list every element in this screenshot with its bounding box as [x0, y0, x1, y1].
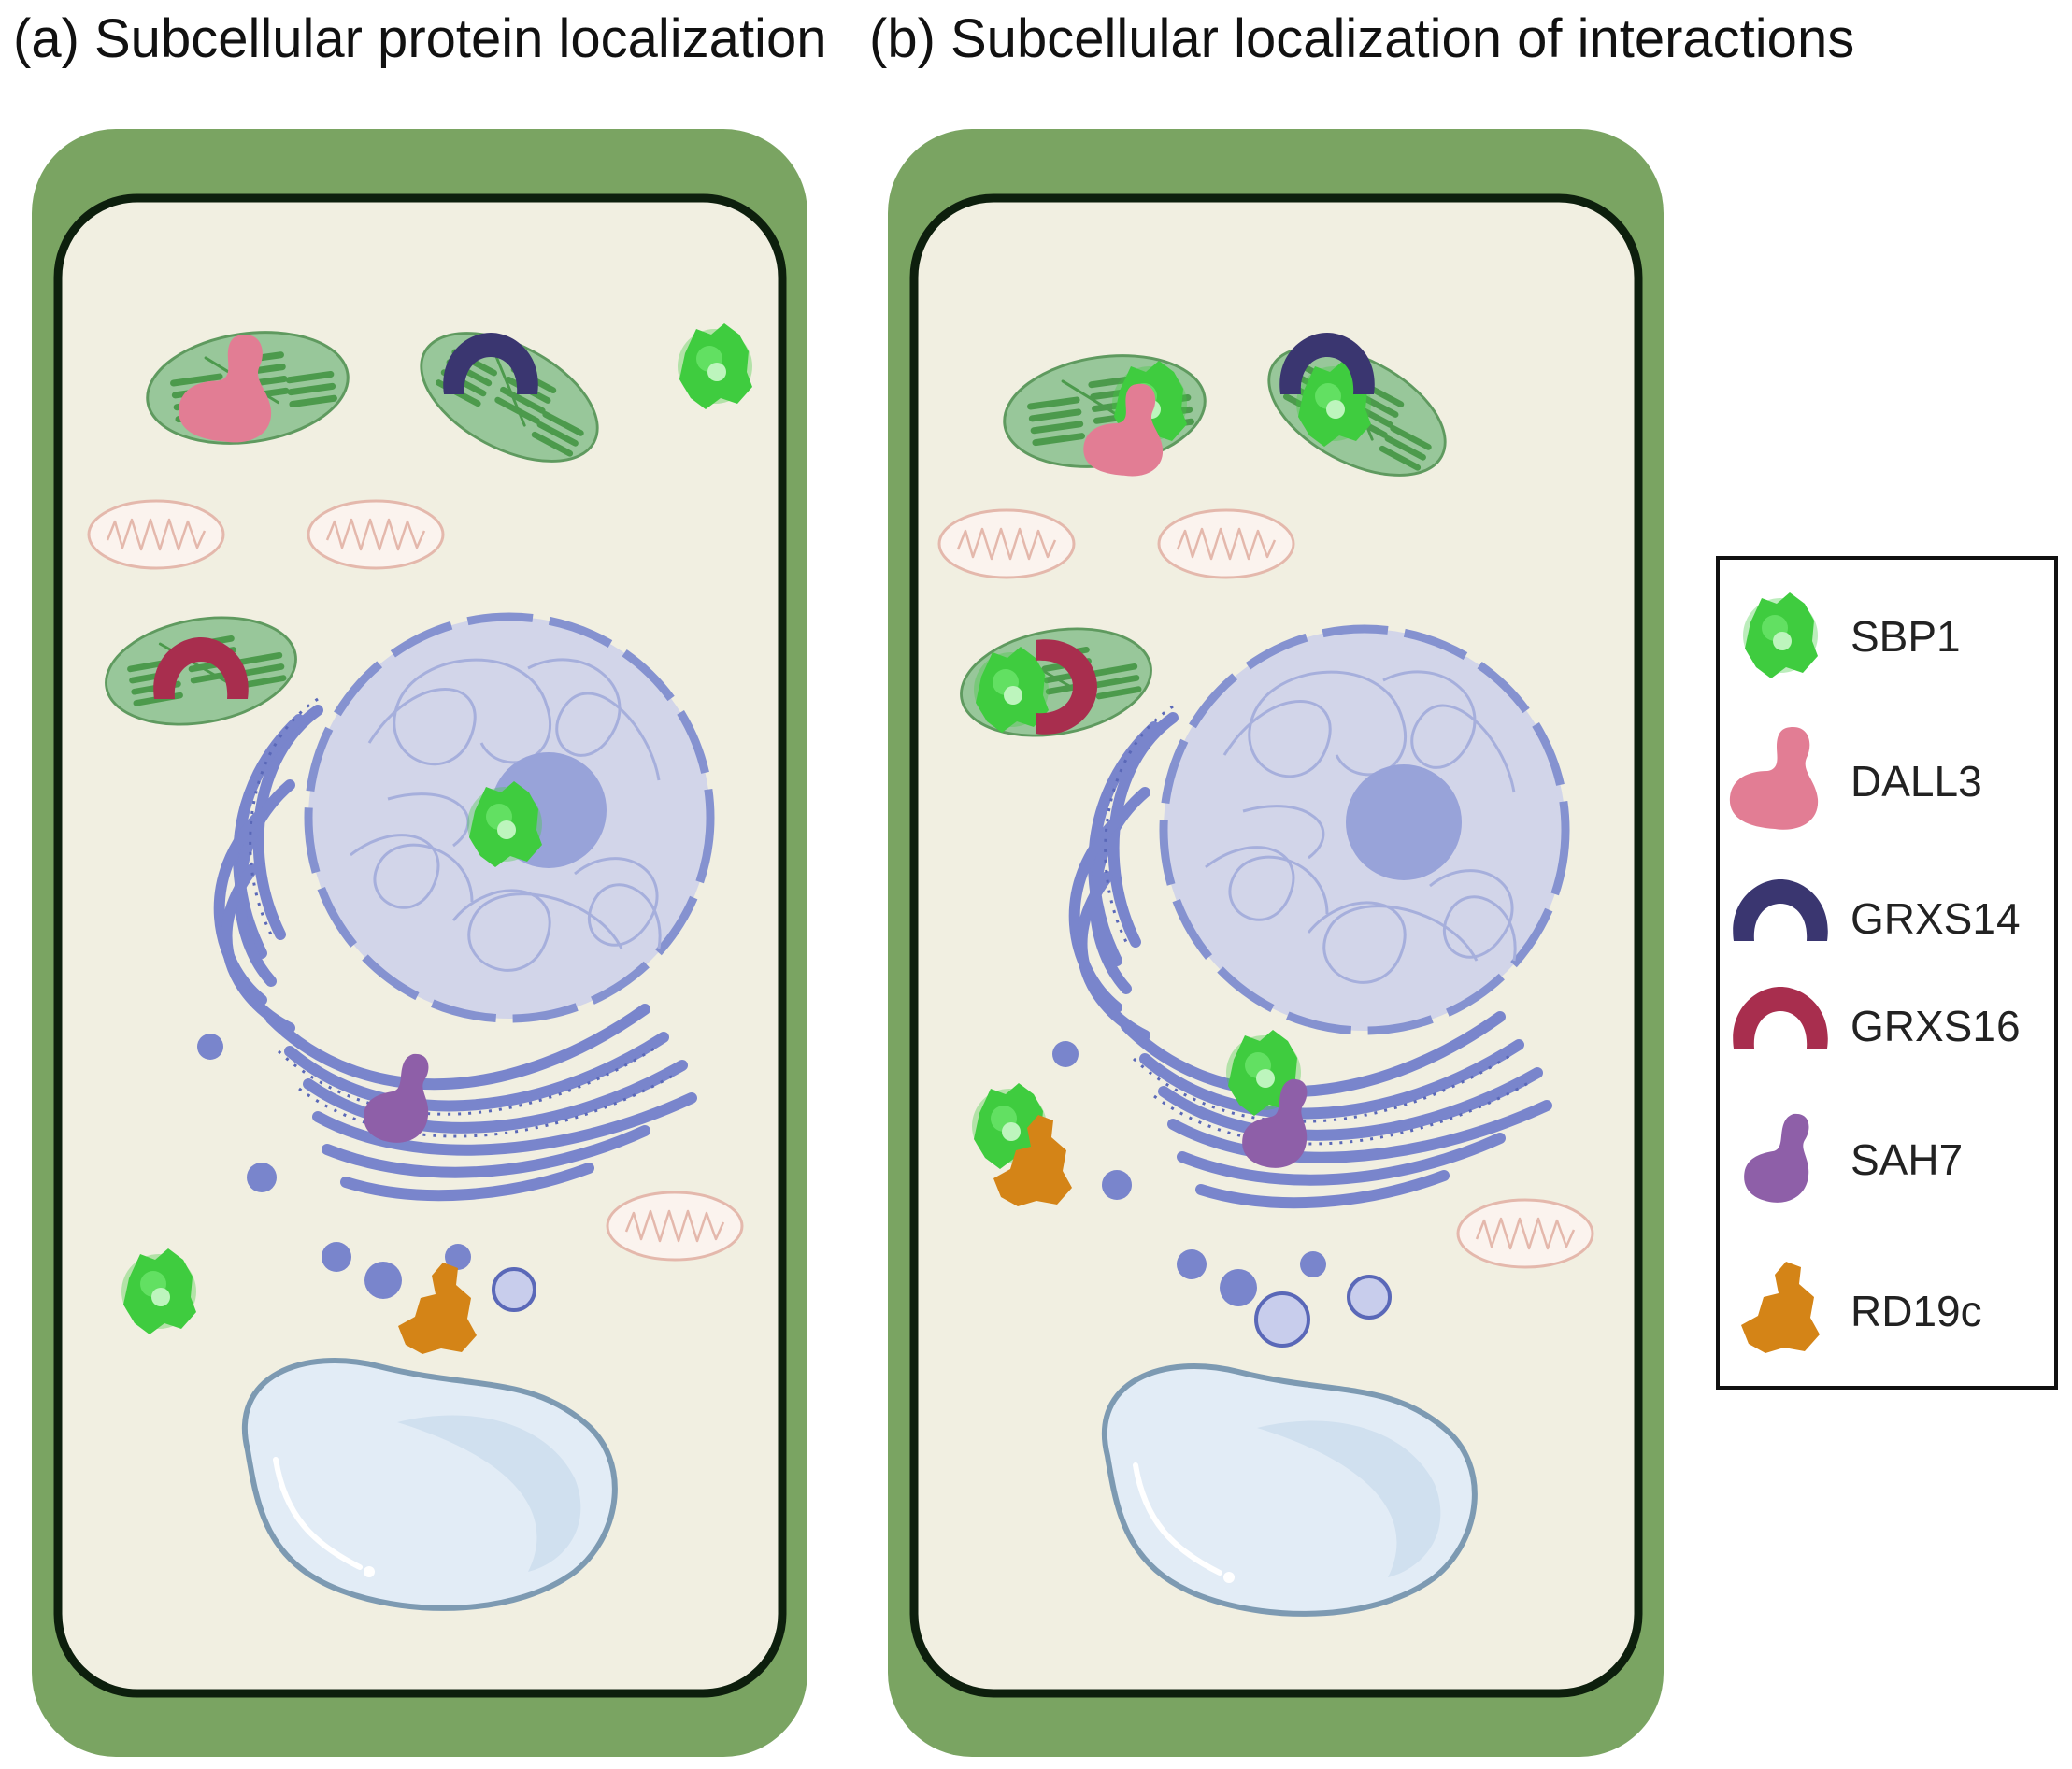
legend-label-grxs16: GRXS16	[1851, 1002, 2021, 1050]
legend-label-dall3: DALL3	[1851, 757, 1982, 806]
legend-label-grxs14: GRXS14	[1851, 894, 2021, 943]
legend-item: SBP1	[1743, 592, 1961, 678]
panel-b-nucleus	[1164, 629, 1565, 1031]
panel-b-vesicle	[1254, 1291, 1310, 1348]
panel-a-cell	[32, 129, 807, 1757]
panel-a-title: (a) Subcellular protein localization	[13, 8, 827, 69]
legend-label-sah7: SAH7	[1851, 1135, 1963, 1184]
legend-item: SAH7	[1744, 1113, 1963, 1203]
panel-a-mitochondrion-2	[307, 499, 445, 570]
legend-item: RD19c	[1741, 1262, 1982, 1353]
panel-b-title: (b) Subcellular localization of interact…	[869, 8, 1855, 69]
panel-a-mitochondrion-3	[606, 1191, 744, 1262]
legend-item: DALL3	[1729, 726, 1982, 830]
legend-item: GRXS14	[1733, 879, 2021, 943]
panel-b-cell	[888, 129, 1664, 1757]
legend-label-rd19c: RD19c	[1851, 1287, 1982, 1335]
legend-item: GRXS16	[1733, 987, 2021, 1050]
legend-label-sbp1: SBP1	[1851, 612, 1961, 661]
panel-b-mitochondrion-2	[1157, 508, 1295, 579]
legend-box	[1716, 556, 2058, 1390]
panel-b-mitochondrion-1	[937, 508, 1076, 579]
panel-b-mitochondrion-3	[1456, 1198, 1594, 1269]
panel-a-mitochondrion-1	[87, 499, 225, 570]
legend: SBP1 DALL3 GRXS14 GRXS16 SAH7 RD19c	[1716, 556, 2058, 1390]
